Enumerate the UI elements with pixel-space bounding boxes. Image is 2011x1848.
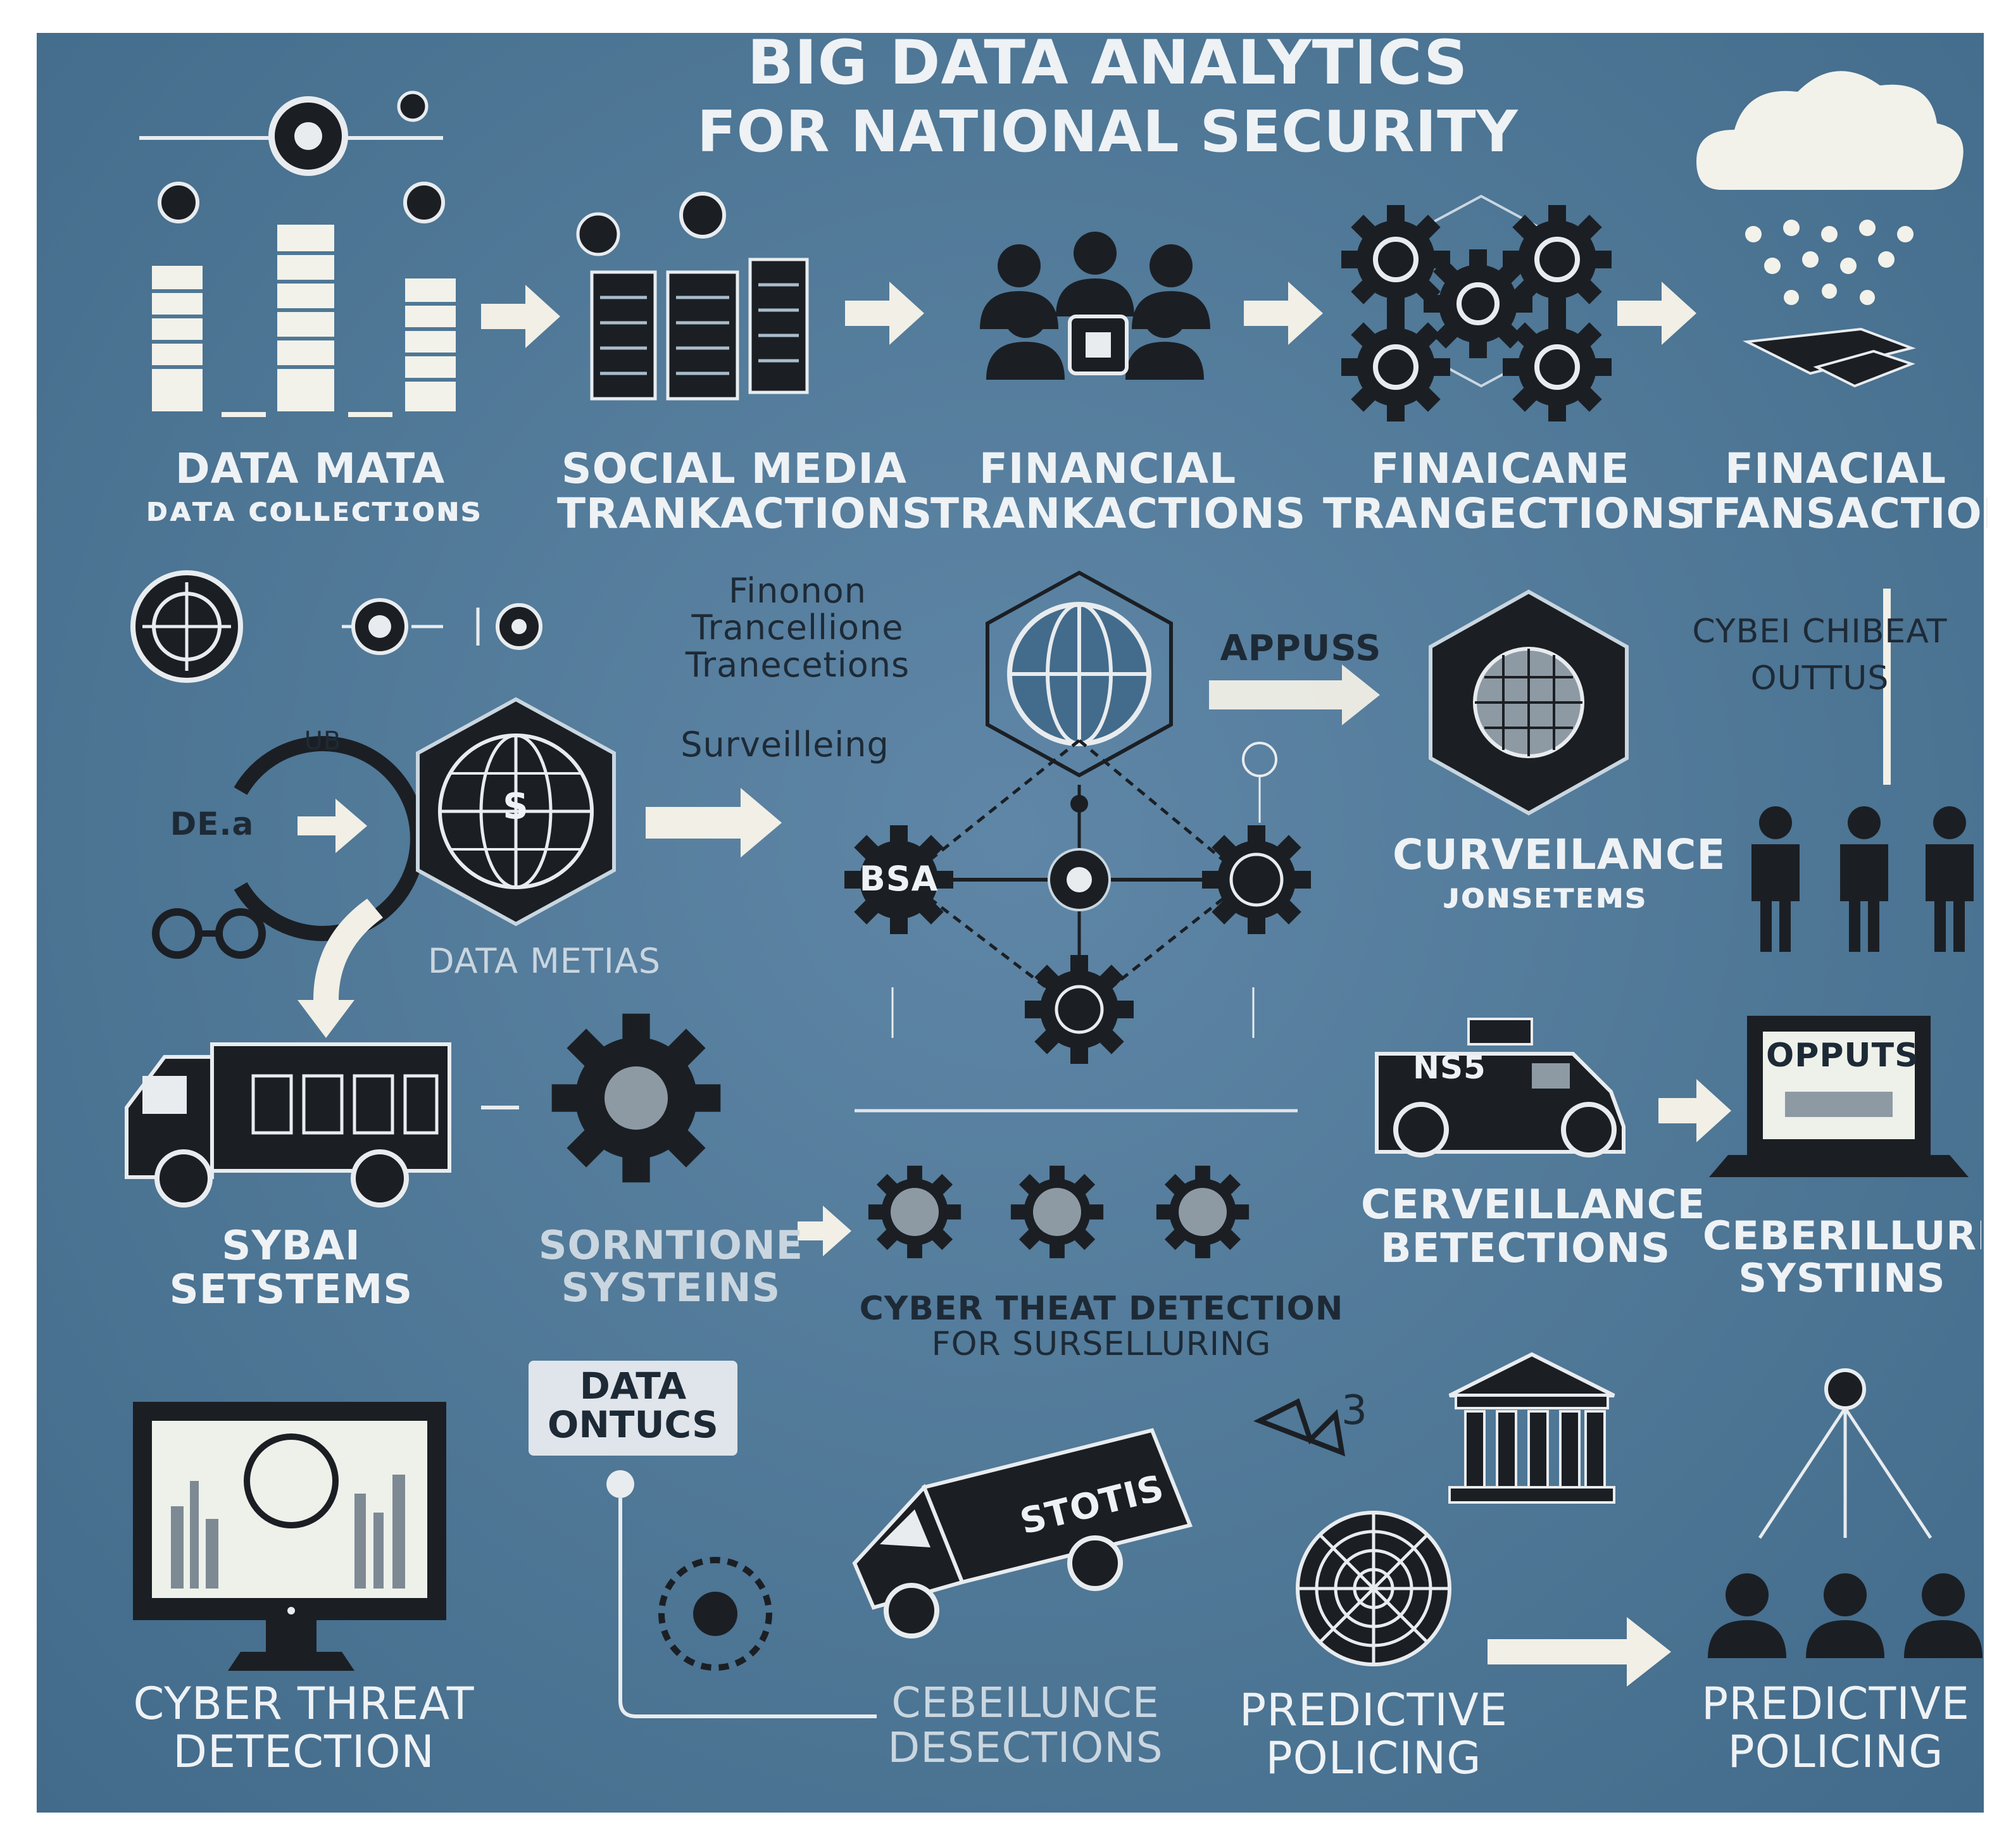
gear-center-label: BSA — [859, 859, 939, 899]
building-icon — [1448, 1352, 1615, 1504]
cerveillance-label: CERVEILLANCE BETECTIONS — [1361, 1182, 1706, 1273]
left-crosshair-icons — [130, 570, 542, 683]
title-line-1: BIG DATA ANALYTICS — [747, 27, 1469, 98]
cyber-threat-detection-bottom: CYBER THREAT DETECTION — [133, 1678, 475, 1778]
left-circle-label: DE.a — [170, 806, 254, 842]
middle-arrows — [298, 665, 1380, 1038]
target-icon — [1296, 1511, 1451, 1666]
people-standing-icon — [1751, 589, 1974, 952]
network-hub — [844, 739, 1311, 1113]
row1-label-2: SOCIAL MEDIA TRANKACTIONS — [557, 444, 933, 539]
finance-note: Finonon Trancellione Tranecetions — [685, 571, 910, 685]
laptop-label: OPPUTS — [1766, 1037, 1919, 1075]
scribble-label: 3 — [1341, 1387, 1368, 1434]
hex-left-label: S — [503, 786, 529, 827]
virus-icon — [658, 1557, 772, 1671]
surveilling-label: Surveilleing — [680, 725, 889, 765]
row1-label-3: FINANCIAL TRANKACTIONS — [930, 444, 1306, 539]
people-group-icon — [980, 232, 1210, 380]
sybai-label: SYBAI SETSTEMS — [169, 1223, 413, 1314]
laptop-icon — [1709, 1016, 1969, 1177]
scribble-icon — [1253, 1398, 1346, 1457]
database-bars-icon — [139, 91, 456, 417]
van-icon — [1375, 1018, 1626, 1158]
predictive-policing-1: PREDICTIVE POLICING — [1239, 1684, 1508, 1784]
left-small-label: UB — [304, 727, 342, 756]
row3-arrow-right — [1658, 1079, 1731, 1142]
monitor-icon — [133, 1402, 446, 1671]
glasses-icon — [152, 908, 266, 959]
callout-line — [606, 1470, 877, 1718]
appuss-label: APPUSS — [1220, 628, 1382, 669]
sorntione-label: SORNTIONE SYSTEINS — [538, 1222, 804, 1311]
title-line-2: FOR NATIONAL SECURITY — [697, 99, 1519, 165]
row1-label-5: FINACIAL TFANSACTION — [1684, 446, 1988, 537]
predictive-policing-2: PREDICTIVE POLICING — [1701, 1678, 1970, 1778]
hexagon-globe-icon-center — [986, 570, 1173, 778]
row4-arrow — [1488, 1617, 1671, 1687]
hexagon-globe-icon-right — [1429, 589, 1629, 816]
data-metias-label: DATA METIAS — [427, 941, 661, 981]
van-label: NS5 — [1413, 1049, 1486, 1086]
hexagon-globe-icon-left — [416, 697, 616, 927]
data-ontucs-tag: DATA ONTUCS — [529, 1361, 737, 1456]
truck-icon-left — [125, 1042, 451, 1208]
network-gears-icon — [1341, 194, 1612, 421]
hierarchy-people-icon — [1708, 1368, 1983, 1658]
cebeilunce-label: CEBEILUNCE DESECTIONS — [887, 1678, 1163, 1773]
row1-label-1: DATA MATA ᴅᴀᴛᴀ ᴄᴏʟʟᴇᴄᴛɪᴏɴs — [146, 444, 482, 530]
row1-arrows — [481, 282, 1696, 348]
cyber-note: CYBEI CHIBEAT OUTTUS — [1692, 613, 1948, 698]
cyber-threat-detection-mid: CYBER THEAT DETECTION FOR SURSELLURING — [859, 1290, 1344, 1364]
gear-icon-large — [551, 1013, 721, 1183]
server-racks-icon — [576, 192, 809, 401]
gears-row-icons — [798, 1165, 1250, 1259]
truck-icon-center — [852, 1428, 1193, 1639]
row1-label-4: FINAICANE TRANGECTIONS — [1323, 444, 1697, 539]
ceberillurit-label: CEBERILLURIT SYSTIINS — [1703, 1215, 1981, 1300]
curveilance-label: CURVEILANCE ᴊᴏɴsᴇᴛᴇᴍs — [1393, 830, 1726, 917]
cloud-rain-icon — [1696, 71, 1964, 388]
